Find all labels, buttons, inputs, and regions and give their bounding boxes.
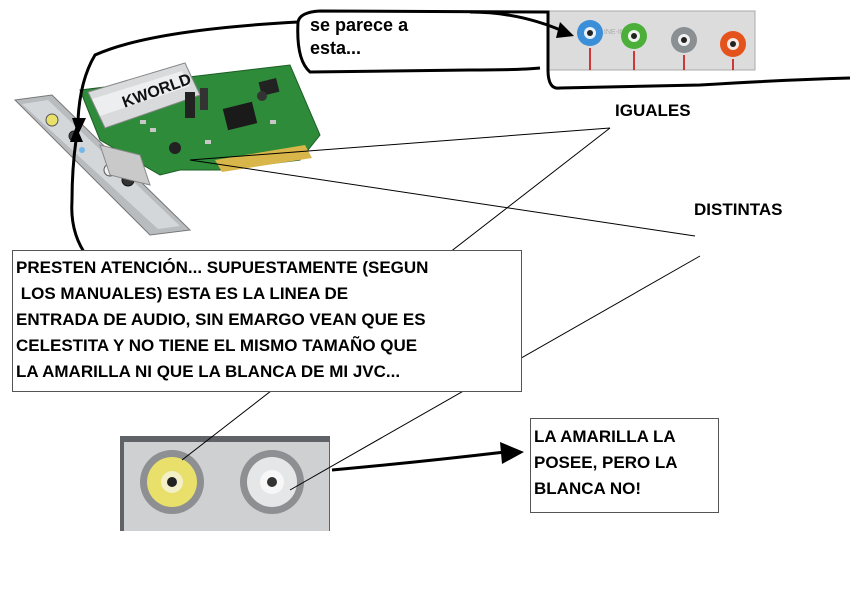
speech-bubble-text: se parece a esta... [310,14,408,60]
capture-card-photo: KWORLD [13,62,321,236]
bubble-line: se parece a [310,15,409,35]
label-distintas: DISTINTAS [694,200,783,219]
label-iguales: IGUALES [615,101,691,120]
bubble-pointer-arrow [76,20,299,121]
audio-jacks-photo: LINE-IN [547,10,756,71]
main-callout-box: PRESTEN ATENCIÓN... SUPUESTAMENTE (SEGUN… [12,250,522,392]
right-callout-box: LA AMARILLA LA POSEE, PERO LA BLANCA NO! [530,418,719,513]
callout-line: POSEE, PERO LA [534,453,678,472]
callout-line: ENTRADA DE AUDIO, SIN EMARGO VEAN QUE ES [16,310,426,329]
callout-line: LA AMARILLA NI QUE LA BLANCA DE MI JVC..… [16,362,401,381]
callout-line: LA AMARILLA LA [534,427,676,446]
callout-line: CELESTITA Y NO TIENE EL MISMO TAMAÑO QUE [16,336,418,355]
callout-up-arrow [70,139,86,253]
bubble-line: esta... [310,38,362,58]
rca-to-callout-arrow [331,450,506,472]
callout-line: LOS MANUALES) ESTA ES LA LINEA DE [16,284,349,303]
svg-text:LINE-IN: LINE-IN [600,29,625,36]
callout-line: BLANCA NO! [534,479,642,498]
callout-line: PRESTEN ATENCIÓN... SUPUESTAMENTE (SEGUN [16,258,429,277]
bubble-outline [296,9,850,90]
rca-jacks-photo [120,436,330,531]
